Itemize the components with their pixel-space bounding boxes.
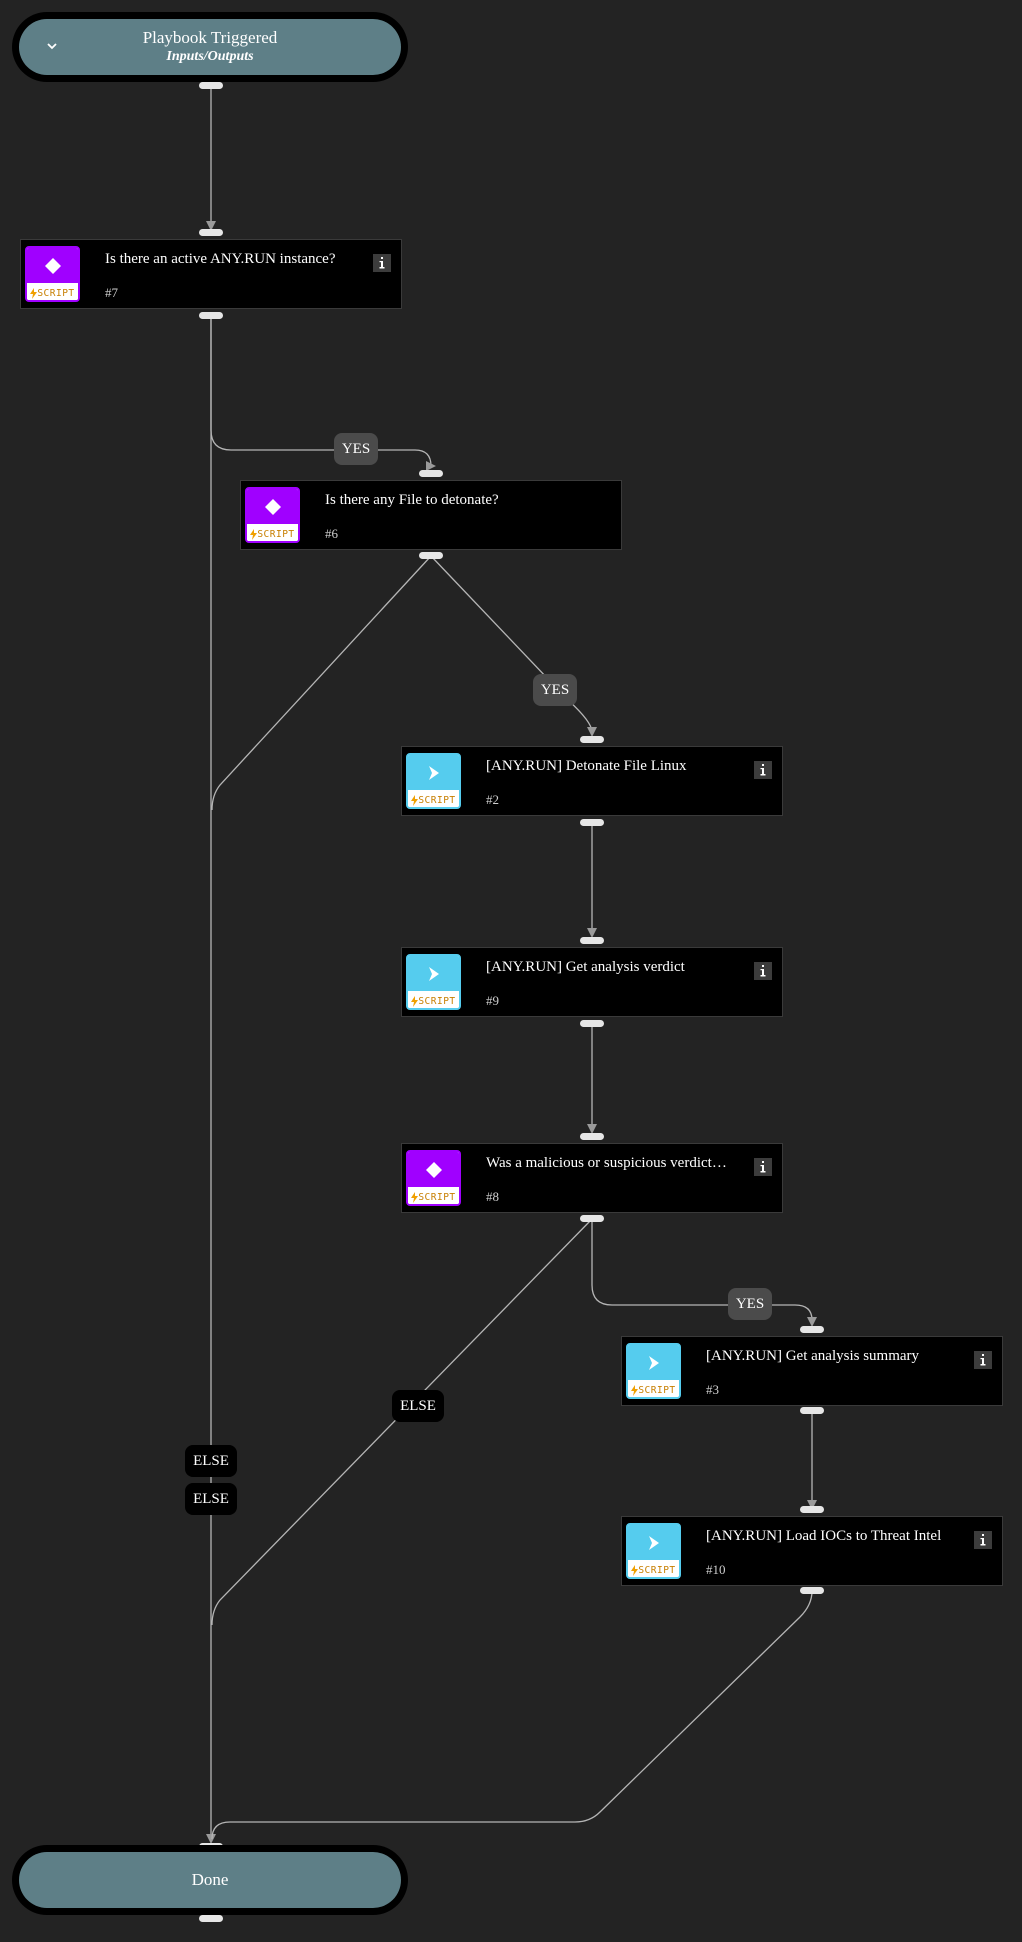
task-number: #2 [486, 792, 499, 807]
lightning-icon [631, 1385, 639, 1396]
edge-t6-else-to-done [211, 555, 432, 811]
task-node-8[interactable]: SCRIPT Was a malicious or suspicious ver… [401, 1143, 783, 1213]
t10-input-port[interactable] [800, 1506, 824, 1513]
yes-label-t8[interactable]: YES [728, 1288, 772, 1320]
task-number: #7 [105, 285, 118, 300]
end-title: Done [191, 1870, 229, 1889]
else-label-t6[interactable]: ELSE [185, 1483, 237, 1515]
task-node-10[interactable]: SCRIPT [ANY.RUN] Load IOCs to Threat Int… [621, 1516, 1003, 1586]
task-name: [ANY.RUN] Get analysis summary [706, 1348, 920, 1364]
t8-output-port[interactable] [580, 1215, 604, 1222]
script-badge: SCRIPT [418, 1192, 456, 1203]
condition-task-icon: SCRIPT [25, 246, 80, 302]
chevron-right-icon [648, 1535, 659, 1550]
task-name: Is there an active ANY.RUN instance? [105, 251, 336, 267]
else-label-t8[interactable]: ELSE [392, 1390, 444, 1422]
chevron-right-icon [648, 1355, 659, 1370]
yes-label-t7[interactable]: YES [334, 433, 378, 465]
t3-input-port[interactable] [800, 1326, 824, 1333]
task-number: #3 [706, 1382, 719, 1397]
edge-t10-to-done [211, 1590, 813, 1840]
task-node-2[interactable]: SCRIPT [ANY.RUN] Detonate File Linux #2 [401, 746, 783, 816]
condition-task-icon: SCRIPT [245, 487, 300, 543]
else-label-t7[interactable]: ELSE [185, 1445, 237, 1477]
t3-output-port[interactable] [800, 1407, 824, 1414]
task-number: #10 [706, 1562, 726, 1577]
action-task-icon: SCRIPT [406, 753, 461, 809]
task-name: [ANY.RUN] Get analysis verdict [486, 959, 685, 975]
edge-t8-yes-to-t3 [591, 1219, 817, 1327]
start-output-port[interactable] [199, 82, 223, 89]
chevron-right-icon [428, 966, 439, 981]
task-name: Is there any File to detonate? [325, 492, 499, 508]
chevron-right-icon [428, 765, 439, 780]
task-name: [ANY.RUN] Detonate File Linux [486, 758, 687, 774]
script-badge: SCRIPT [638, 1565, 676, 1576]
task-name: [ANY.RUN] Load IOCs to Threat Intel [706, 1528, 942, 1544]
info-icon[interactable] [974, 1531, 992, 1549]
info-icon[interactable] [754, 761, 772, 779]
task-number: #6 [325, 526, 338, 541]
t8-input-port[interactable] [580, 1133, 604, 1140]
t7-output-port[interactable] [199, 312, 223, 319]
diamond-icon [425, 1161, 442, 1178]
task-node-6[interactable]: SCRIPT Is there any File to detonate? #6 [240, 480, 622, 550]
action-task-icon: SCRIPT [626, 1523, 681, 1579]
lightning-icon [250, 529, 258, 540]
script-badge: SCRIPT [418, 795, 456, 806]
info-icon[interactable] [754, 1158, 772, 1176]
script-badge: SCRIPT [257, 529, 295, 540]
start-node[interactable]: Playbook Triggered Inputs/Outputs [12, 12, 408, 82]
task-number: #8 [486, 1189, 499, 1204]
start-title: Playbook Triggered [142, 28, 278, 47]
start-pill[interactable]: Playbook Triggered Inputs/Outputs [19, 19, 401, 75]
t2-output-port[interactable] [580, 819, 604, 826]
t10-output-port[interactable] [800, 1587, 824, 1594]
lightning-icon [631, 1565, 639, 1576]
end-pill[interactable]: Done [19, 1852, 401, 1908]
lightning-icon [30, 288, 38, 299]
script-badge: SCRIPT [37, 288, 75, 299]
task-number: #9 [486, 993, 499, 1008]
script-badge: SCRIPT [418, 996, 456, 1007]
action-task-icon: SCRIPT [406, 954, 461, 1010]
condition-task-icon: SCRIPT [406, 1150, 461, 1206]
task-node-9[interactable]: SCRIPT [ANY.RUN] Get analysis verdict #9 [401, 947, 783, 1017]
task-name: Was a malicious or suspicious verdict… [486, 1155, 727, 1171]
script-badge: SCRIPT [638, 1385, 676, 1396]
t9-output-port[interactable] [580, 1020, 604, 1027]
info-icon[interactable] [373, 254, 391, 272]
end-node[interactable]: Done [12, 1845, 408, 1915]
yes-label-t6[interactable]: YES [533, 674, 577, 706]
t6-input-port[interactable] [419, 470, 443, 477]
lightning-icon [411, 996, 419, 1007]
t2-input-port[interactable] [580, 736, 604, 743]
t9-input-port[interactable] [580, 937, 604, 944]
task-node-3[interactable]: SCRIPT [ANY.RUN] Get analysis summary #3 [621, 1336, 1003, 1406]
chevron-down-icon[interactable] [45, 39, 59, 53]
t7-input-port[interactable] [199, 229, 223, 236]
edge-t7-yes-to-t6 [210, 316, 436, 471]
info-icon[interactable] [974, 1351, 992, 1369]
diamond-icon [264, 498, 281, 515]
diamond-icon [44, 257, 61, 274]
action-task-icon: SCRIPT [626, 1343, 681, 1399]
info-icon[interactable] [754, 962, 772, 980]
done-output-port[interactable] [199, 1915, 223, 1922]
edge-t8-else-to-done [211, 1218, 593, 1626]
lightning-icon [411, 1192, 419, 1203]
task-node-7[interactable]: SCRIPT Is there an active ANY.RUN instan… [20, 239, 402, 309]
t6-output-port[interactable] [419, 552, 443, 559]
inputs-outputs-link[interactable]: Inputs/Outputs [166, 49, 254, 64]
lightning-icon [411, 795, 419, 806]
